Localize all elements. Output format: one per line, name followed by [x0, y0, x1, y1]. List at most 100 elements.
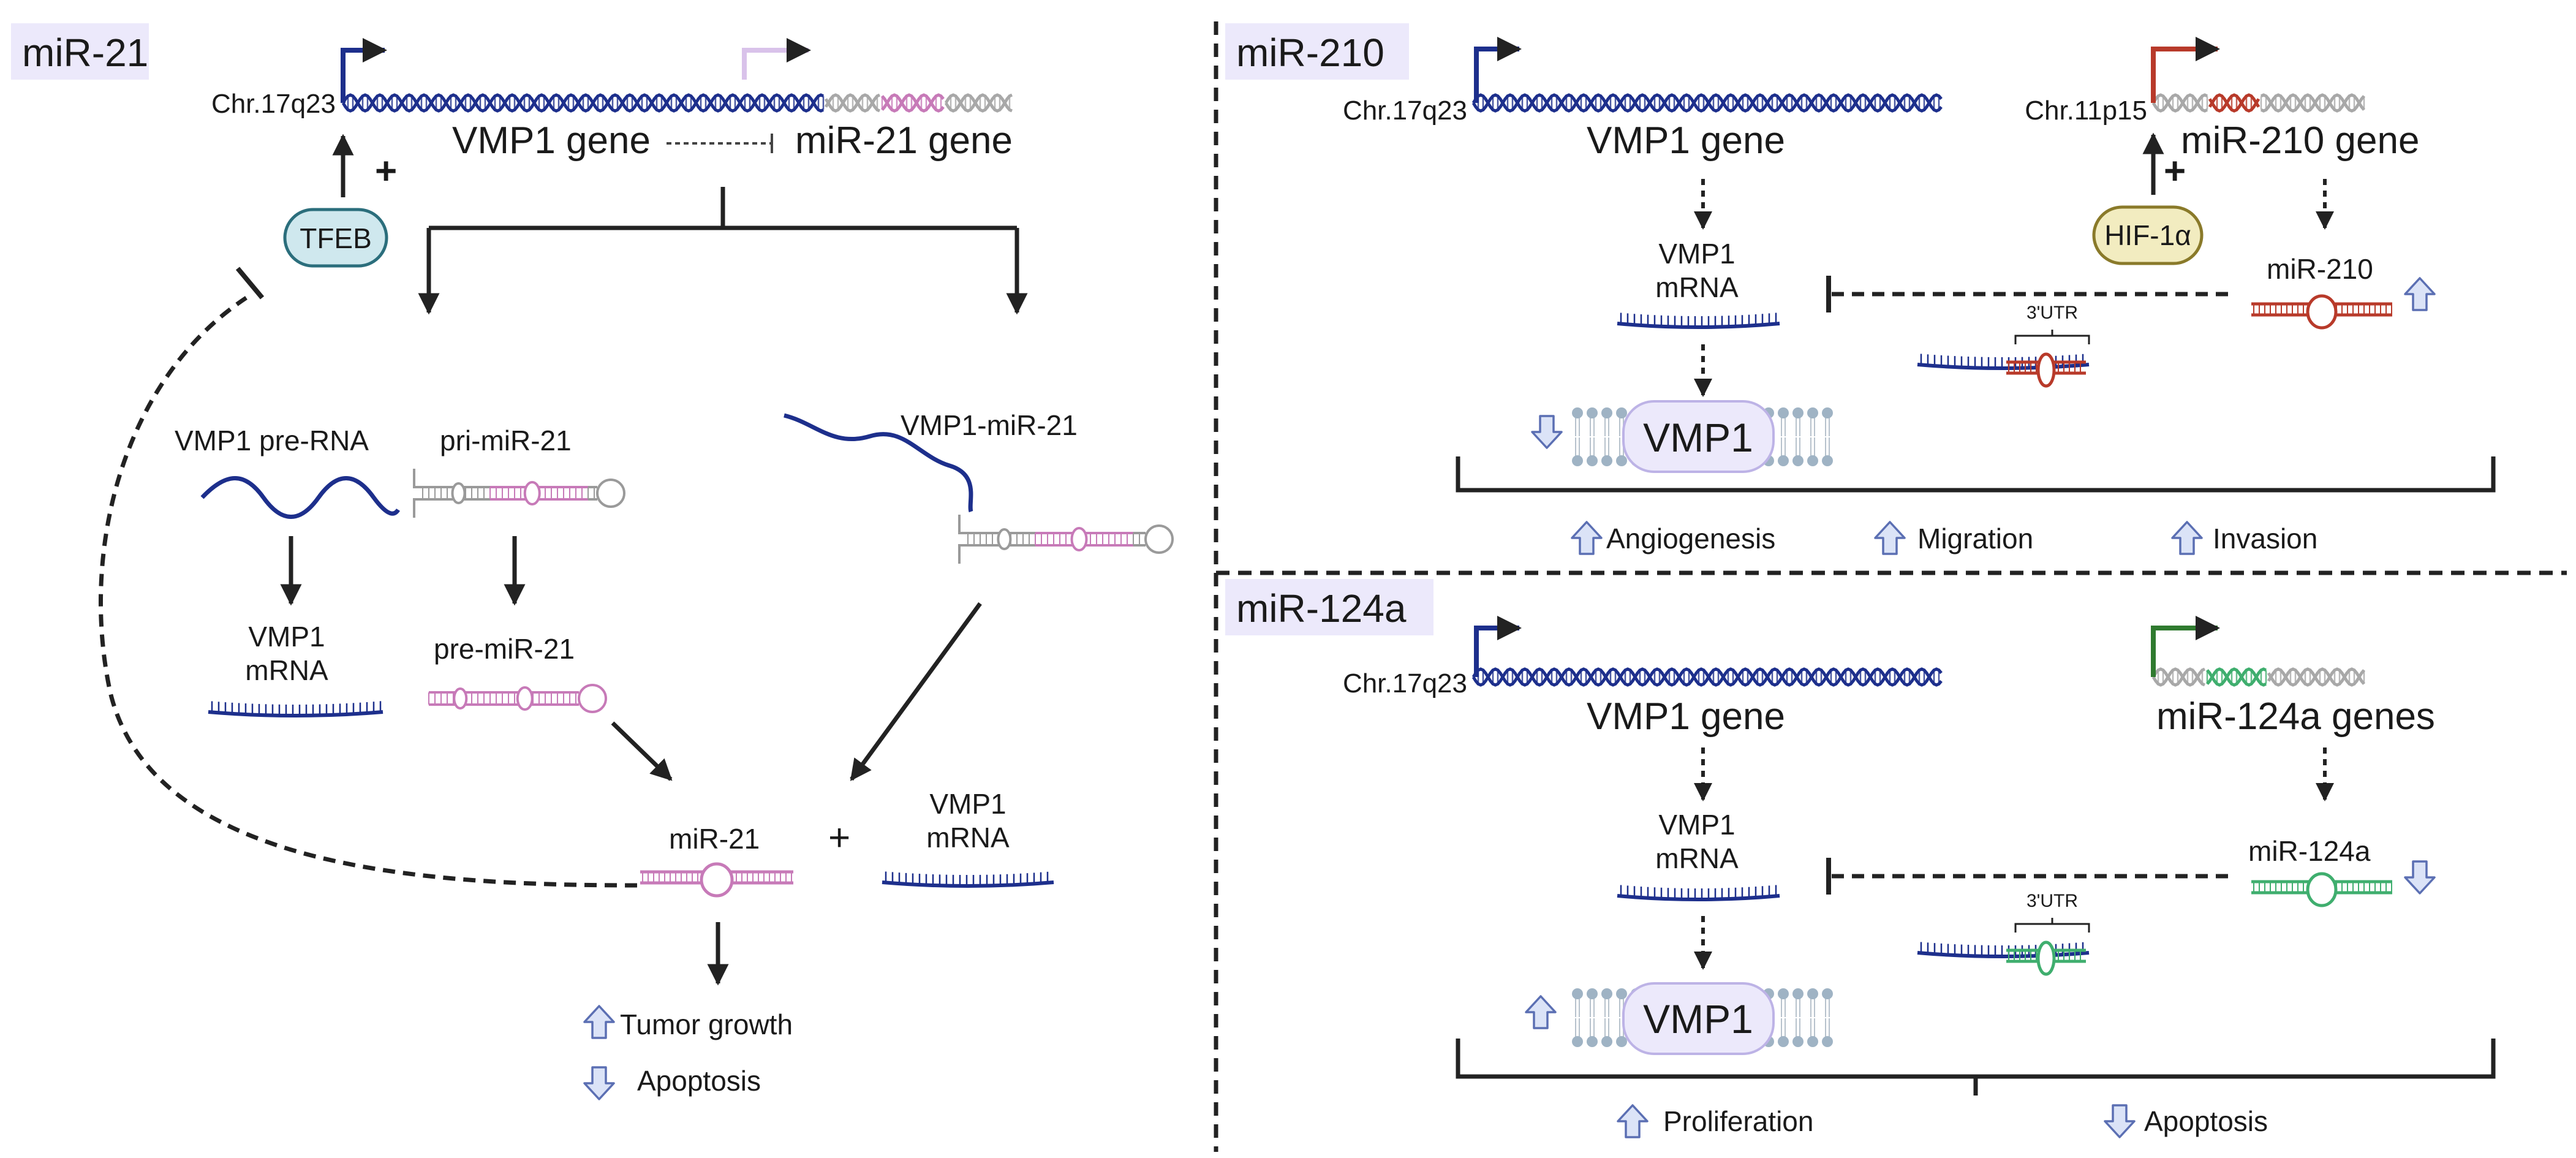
mir210-chromosome-left: Chr.17q23	[1343, 96, 1467, 126]
tfeb-inhibition-bar	[235, 267, 265, 300]
vmp1-mir21-fusion-wave	[784, 413, 973, 513]
vmp1-mrna-label-2: mRNA	[245, 654, 328, 686]
vmp1-mrna2-strand	[882, 871, 1054, 888]
mir124a-vmp1-mrna	[1617, 885, 1780, 901]
mir124a-outcome-bracket	[1456, 1039, 2496, 1096]
vmp1-mir21-hairpin	[958, 515, 1174, 564]
mir21-vmp1-gene-label: VMP1 gene	[452, 119, 651, 162]
proliferation-up-arrow	[1617, 1104, 1649, 1138]
mir124a-utr-bracket	[2014, 918, 2090, 933]
proliferation-label: Proliferation	[1663, 1105, 1813, 1137]
mature-mir124a-duplex	[2251, 872, 2392, 907]
mir21-promoter-arrow	[742, 38, 811, 80]
hif1a-label: HIF-1α	[2104, 219, 2191, 251]
mir210-up-arrow	[2404, 277, 2436, 311]
mir124a-apoptosis-down-arrow	[2104, 1104, 2136, 1138]
mir210-vmp1-mrna	[1617, 312, 1780, 329]
mir124a-gene-dna	[2151, 667, 2365, 687]
mir124a-down-arrow	[2404, 860, 2436, 895]
pre-mir21-label: pre-miR-21	[434, 633, 575, 665]
pre-mir-to-mature-arrow	[611, 721, 673, 781]
mature-mir21-label: miR-21	[669, 823, 760, 855]
tfeb-box	[283, 208, 388, 268]
tfeb-label: TFEB	[300, 222, 372, 254]
mir124a-title-badge	[1225, 579, 1433, 635]
mir210-vmp1-protein-label: VMP1	[1643, 415, 1753, 460]
mir124a-vmp1-dna	[1471, 667, 1943, 687]
mir124a-vmp1-mrna-label-1: VMP1	[1658, 809, 1735, 841]
hif-plus: +	[2164, 150, 2186, 192]
mir21-mir-gene-label: miR-21 gene	[795, 119, 1013, 162]
mir21-title-badge	[11, 23, 149, 80]
migration-up-arrow	[1874, 521, 1906, 555]
mir124a-vmp1-protein-box	[1622, 982, 1775, 1055]
mir210-chromosome-right: Chr.11p15	[2025, 96, 2147, 126]
mir124a-panel-title: miR-124a	[1236, 586, 1407, 630]
hif1a-box	[2092, 205, 2204, 265]
mir210-vmp1-protein-box	[1622, 400, 1775, 473]
mir124a-apoptosis-label: Apoptosis	[2144, 1105, 2268, 1137]
vmp1-mrna2-label-2: mRNA	[926, 822, 1010, 853]
mir21-apoptosis-label: Apoptosis	[637, 1065, 761, 1097]
mir21-dna-helix	[341, 93, 1013, 113]
mir210-gene-label: miR-210 gene	[2181, 119, 2419, 162]
mature-mir124a-label: miR-124a	[2248, 835, 2371, 867]
vmp1-mrna-label-1: VMP1	[248, 621, 325, 653]
mir210-bound	[2006, 352, 2086, 388]
mir124a-vmp1-mrna-label-2: mRNA	[1655, 842, 1739, 874]
pri-mir21-hairpin	[413, 469, 625, 518]
mir210-gene-dna	[2151, 93, 2365, 113]
tumor-growth-up-arrow	[583, 1005, 615, 1039]
mir210-panel: miR-210 Chr.17q23 VMP1 gene Chr.11p15 mi…	[1225, 23, 2496, 555]
mature-mir21-duplex	[640, 862, 793, 898]
mir210-vmp1-dna	[1471, 93, 1943, 113]
mir210-outcome-bracket	[1456, 456, 2496, 493]
mature-mir210-duplex	[2251, 294, 2392, 330]
vmp1-mrna-strand	[208, 701, 383, 717]
mir210-vmp1-mrna-label-1: VMP1	[1658, 238, 1735, 270]
mir124a-promoter-arrow	[2151, 616, 2220, 677]
mir124a-utr-label: 3'UTR	[2026, 891, 2078, 911]
mir124a-bound	[2006, 940, 2086, 976]
tfeb-plus: +	[375, 150, 397, 192]
tumor-growth-label: Tumor growth	[620, 1009, 793, 1040]
mir124a-vmp1-up-arrow	[1525, 995, 1557, 1029]
mir21-feedback-inhibition	[99, 296, 638, 888]
mir21-transcription-branch	[429, 187, 1017, 230]
mir210-title-badge	[1225, 23, 1409, 80]
mir124a-vmp1-promoter	[1474, 616, 1522, 677]
mir210-vmp1-gene-label: VMP1 gene	[1587, 119, 1785, 162]
vmp1-mrna2-label-1: VMP1	[929, 788, 1006, 820]
mir21-plus-sign: +	[828, 817, 850, 859]
mir210-panel-title: miR-210	[1236, 31, 1384, 75]
mature-mir210-label: miR-210	[2267, 253, 2373, 285]
vmp1-pre-rna-wave	[200, 476, 400, 519]
apoptosis-down-arrow	[583, 1066, 615, 1100]
mir21-panel-title: miR-21	[22, 31, 148, 75]
angiogenesis-up-arrow	[1571, 521, 1603, 555]
mir210-utr-bracket	[2014, 330, 2090, 344]
vmp1-promoter-arrow	[341, 38, 387, 103]
migration-label: Migration	[1917, 523, 2033, 554]
mir124a-vmp1-gene-label: VMP1 gene	[1587, 695, 1785, 738]
invasion-up-arrow	[2171, 521, 2203, 555]
mir124a-panel: miR-124a Chr.17q23 VMP1 gene miR-124a ge…	[1225, 579, 2496, 1138]
mir210-utr-label: 3'UTR	[2026, 303, 2078, 323]
mir124a-vmp1-protein-label: VMP1	[1643, 996, 1753, 1042]
mir124a-gene-label: miR-124a genes	[2156, 695, 2435, 738]
vmp1-mir21-label: VMP1-miR-21	[901, 409, 1078, 441]
mir210-vmp1-promoter	[1474, 37, 1522, 103]
mir210-vmp1-mrna-label-2: mRNA	[1655, 271, 1739, 303]
fusion-to-mature-arrow	[850, 602, 982, 781]
mir210-vmp1-down-arrow	[1531, 415, 1563, 449]
mir210-promoter-arrow	[2151, 37, 2220, 103]
angiogenesis-label: Angiogenesis	[1606, 523, 1775, 554]
pri-mir21-label: pri-miR-21	[440, 425, 572, 456]
mir21-chromosome-label: Chr.17q23	[211, 89, 336, 119]
mir21-panel: miR-21 Chr.17q23 VMP1 gene miR-21 gene +…	[11, 23, 1174, 1100]
vmp1-pre-rna-label: VMP1 pre-RNA	[175, 425, 369, 456]
pre-mir21-hairpin	[428, 684, 607, 713]
mir124a-chromosome: Chr.17q23	[1343, 668, 1467, 698]
invasion-label: Invasion	[2213, 523, 2317, 554]
